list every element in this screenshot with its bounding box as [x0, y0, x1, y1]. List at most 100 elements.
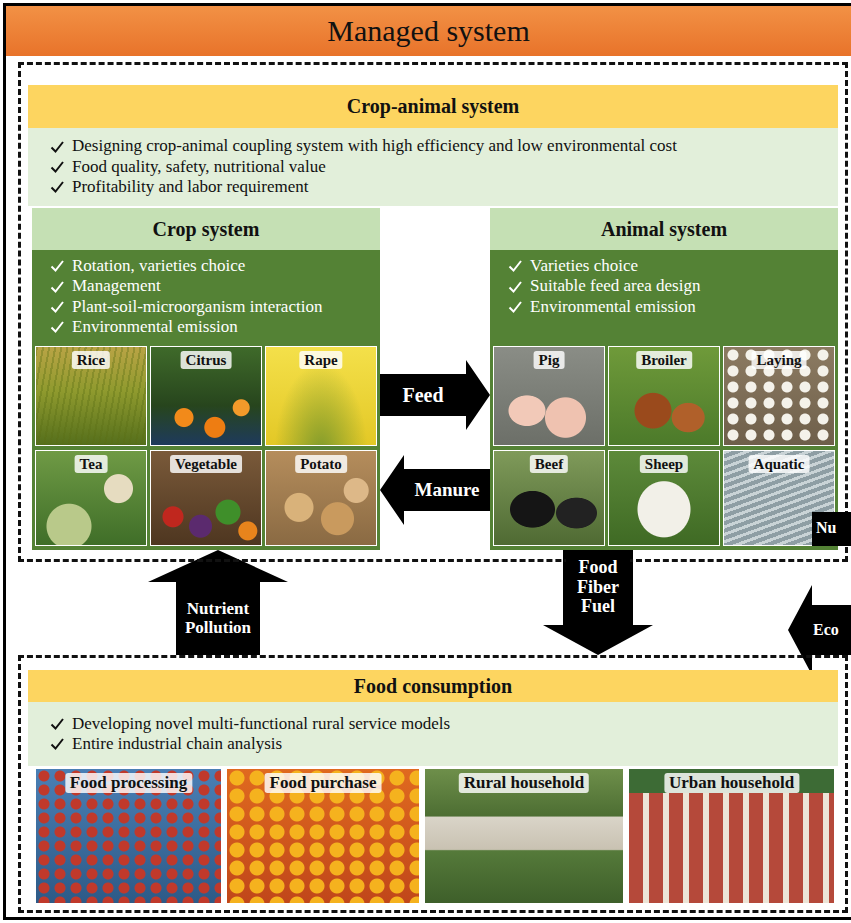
arrow-body — [812, 512, 851, 546]
bullet-band: Developing novel multi-functional rural … — [28, 702, 838, 766]
check-mark — [508, 259, 523, 273]
check-stroke — [52, 261, 64, 271]
photo-label: Tea — [75, 455, 108, 473]
photo-tile: Rice — [35, 346, 147, 446]
bullet-text: Entire industrial chain analysis — [72, 734, 282, 754]
arrow-label: Food Fiber Fuel — [566, 558, 630, 617]
bullet-row: Environmental emission — [508, 297, 832, 317]
bullet-text: Management — [72, 276, 161, 296]
photo-tile: Rural household — [424, 768, 624, 904]
photo-label: Potato — [295, 455, 347, 473]
box-title: Animal system — [601, 218, 727, 241]
photo-tile: Citrus — [150, 346, 262, 446]
check-mark — [508, 300, 523, 314]
arrow-label: Feed — [401, 384, 444, 406]
check-stroke — [52, 302, 64, 312]
photo-label: Laying — [751, 351, 806, 369]
bullet-text: Environmental emission — [72, 317, 238, 337]
photo-label: Pig — [534, 351, 565, 369]
photo-tile: Food purchase — [226, 768, 420, 904]
subsystem-box: Crop systemRotation, varieties choiceMan… — [32, 208, 380, 550]
dashed-panel: Food consumptionDeveloping novel multi-f… — [18, 655, 848, 913]
photo-tile: Sheep — [608, 450, 720, 546]
bullet-text: Designing crop-animal coupling system wi… — [72, 136, 677, 156]
panel-title: Food consumption — [354, 675, 512, 698]
bullet-row: Management — [50, 276, 374, 296]
check-mark — [50, 737, 65, 751]
bullet-text: Environmental emission — [530, 297, 696, 317]
block-arrow — [148, 550, 288, 655]
bullet-row: Entire industrial chain analysis — [50, 734, 838, 754]
photo-label: Food purchase — [265, 773, 382, 793]
photo-label: Citrus — [181, 351, 232, 369]
check-mark — [50, 180, 65, 194]
bullet-text: Rotation, varieties choice — [72, 256, 245, 276]
box-title: Crop system — [153, 218, 260, 241]
arrow-tag: Nu — [812, 512, 851, 546]
bullet-text: Varieties choice — [530, 256, 638, 276]
photo-label: Food processing — [65, 773, 192, 793]
check-stroke — [52, 719, 64, 729]
photo-label: Rural household — [459, 773, 589, 793]
system-frame: Managed systemCrop-animal systemDesignin… — [3, 3, 851, 920]
check-stroke — [510, 282, 522, 292]
photo-tile: Potato — [265, 450, 377, 546]
bullet-band: Designing crop-animal coupling system wi… — [28, 128, 838, 206]
photo-label: Aquatic — [749, 455, 810, 473]
photo-tile: Broiler — [608, 346, 720, 446]
bullet-text: Suitable feed area design — [530, 276, 700, 296]
bullet-row: Plant-soil-microorganism interaction — [50, 297, 374, 317]
check-mark — [50, 717, 65, 731]
bullet-text: Profitability and labor requirement — [72, 177, 309, 197]
check-stroke — [52, 282, 64, 292]
bullet-row: Food quality, safety, nutritional value — [50, 157, 838, 177]
photo-tile: Urban household — [628, 768, 835, 904]
bullet-list: Rotation, varieties choiceManagementPlan… — [50, 256, 374, 338]
bullet-row: Suitable feed area design — [508, 276, 832, 296]
header-band: Food consumption — [28, 670, 838, 702]
photo-label: Vegetable — [170, 455, 242, 473]
photo-label: Rice — [72, 351, 110, 369]
block-arrow — [380, 455, 490, 525]
dashed-panel: Crop-animal systemDesigning crop-animal … — [18, 62, 848, 562]
photo-label: Broiler — [636, 351, 692, 369]
photo-label: Rape — [299, 351, 342, 369]
check-mark — [50, 160, 65, 174]
check-mark — [50, 300, 65, 314]
block-arrow — [543, 550, 653, 655]
bullet-row: Designing crop-animal coupling system wi… — [50, 136, 838, 156]
title-band: Managed system — [6, 6, 851, 56]
arrow-body — [788, 585, 851, 675]
header-band: Animal system — [490, 208, 838, 250]
check-mark — [50, 280, 65, 294]
photo-tile: Food processing — [35, 768, 222, 904]
panel-title: Crop-animal system — [347, 95, 519, 118]
system-title: Managed system — [327, 14, 529, 48]
photo-tile: Tea — [35, 450, 147, 546]
check-mark — [50, 259, 65, 273]
bullet-text: Food quality, safety, nutritional value — [72, 157, 326, 177]
check-stroke — [52, 162, 64, 172]
bullet-row: Profitability and labor requirement — [50, 177, 838, 197]
arrow-tag: Eco — [788, 585, 851, 675]
check-stroke — [510, 261, 522, 271]
bullet-row: Varieties choice — [508, 256, 832, 276]
bullet-row: Rotation, varieties choice — [50, 256, 374, 276]
check-stroke — [52, 142, 64, 152]
bullet-list: Varieties choiceSuitable feed area desig… — [508, 256, 832, 317]
photo-tile: Vegetable — [150, 450, 262, 546]
photo-tile: Laying — [723, 346, 835, 446]
photo-tile: Rape — [265, 346, 377, 446]
bullet-row: Developing novel multi-functional rural … — [50, 714, 838, 734]
check-mark — [508, 280, 523, 294]
arrow-tag-text: Nu — [816, 518, 836, 537]
bullet-row: Environmental emission — [50, 317, 374, 337]
photo-label: Sheep — [640, 455, 688, 473]
arrow-tag-text: Eco — [813, 620, 839, 639]
subsystem-box: Animal systemVarieties choiceSuitable fe… — [490, 208, 838, 550]
check-mark — [50, 140, 65, 154]
photo-label: Beef — [530, 455, 568, 473]
photo-tile: Beef — [493, 450, 605, 546]
arrow-label: Manure — [413, 480, 480, 501]
